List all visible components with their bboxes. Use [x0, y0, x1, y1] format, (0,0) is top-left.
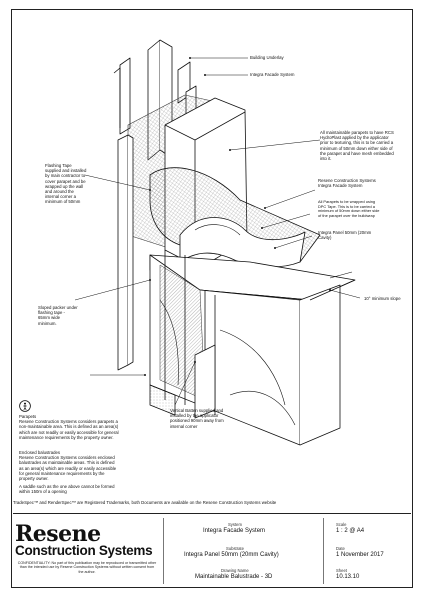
callout-flashing-tape: Flashing Tape supplied and installed by … [45, 163, 87, 205]
sheet-label: Sheet [336, 568, 347, 573]
callout-maintainable-parapets: All maintainable parapets to have RCS Hy… [320, 130, 394, 162]
confidentiality-note: CONFIDENTIALITY: No part of this publica… [17, 561, 157, 574]
drawing-name-value: Maintainable Balustrade - 3D [195, 574, 273, 580]
note-saddle: A saddle such as the one above cannot be… [19, 484, 115, 495]
system-label: System [228, 522, 242, 527]
resene-logo: Resene Construction Systems [15, 521, 153, 558]
callout-slope: 10° minimum slope [364, 296, 401, 301]
title-block: Resene Construction Systems CONFIDENTIAL… [13, 513, 411, 587]
substrate-label: Substrate [226, 546, 244, 551]
sheet-border [11, 9, 413, 588]
balustrade-3d-drawing [74, 39, 361, 446]
scale-label: Scale [336, 522, 347, 527]
note-enclosed-balustrades: Enclosed balustrades Resene Construction… [19, 450, 117, 482]
callout-resene-integra: Resene Construction Systems Integra Faca… [318, 178, 376, 189]
date-label: Date [336, 546, 345, 551]
callout-dpc-tape: All Parapets to be wrapped using DPC Tap… [318, 199, 380, 218]
flashing-tape [179, 217, 306, 268]
callout-integra-panel: Integra Panel 50mm (20mm Cavity) [318, 230, 372, 241]
vertical-batten [117, 134, 129, 371]
callout-integra-facade: Integra Facade System [250, 72, 295, 77]
note-parapets: Parapets Resene Construction Systems con… [19, 414, 119, 440]
scale-value: 1 : 2 @ A4 [336, 528, 365, 534]
title-block-divider [323, 518, 324, 584]
warning-person-icon [19, 400, 31, 412]
sheet-value: 10.13.10 [336, 574, 360, 580]
title-block-divider [163, 518, 164, 584]
date-value: 1 November 2017 [336, 552, 384, 558]
callout-sloped-packer: Sloped packer under flashing tape - 65mm… [38, 305, 78, 326]
substrate-value: Integra Panel 50mm (20mm Cavity) [184, 552, 279, 558]
drawing-name-label: Drawing Name [221, 568, 249, 573]
callout-building-underlay: Building Underlay [250, 55, 284, 60]
trademark-note: TradeSpec™ and RenderSpec™ are Registere… [13, 500, 277, 505]
system-value: Integra Facade System [203, 528, 266, 534]
callout-vertical-batten: Vertical Batten supplied and installed b… [170, 408, 224, 429]
